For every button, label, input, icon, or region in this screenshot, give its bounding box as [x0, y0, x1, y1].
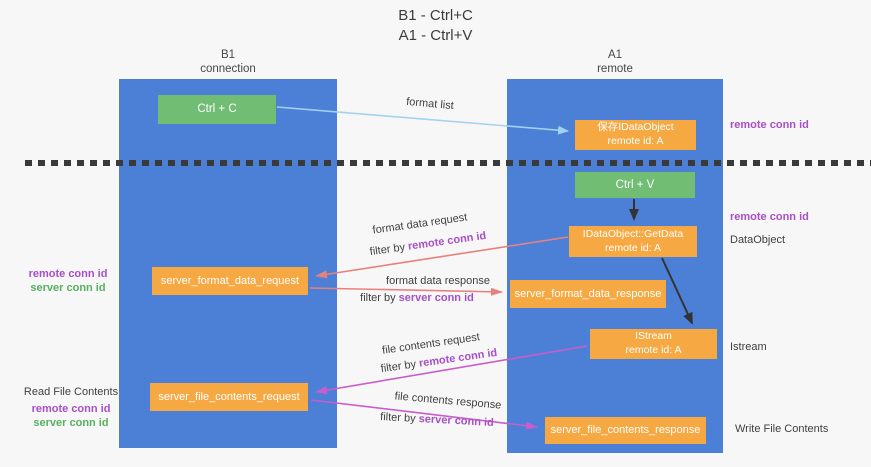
remote-conn-id-text: remote conn id: [418, 346, 498, 370]
left-remote-conn-id-top: remote conn id: [28, 268, 108, 280]
filter-by-text: filter by: [369, 240, 409, 259]
read-file-contents-label: Read File Contents: [23, 386, 119, 398]
format-list-label: format list: [405, 95, 455, 113]
lane-b1-title: B1: [220, 49, 236, 61]
server-format-data-response-box: server_format_data_response: [510, 280, 666, 308]
left-conn-id-block-top: remote conn id server conn id: [8, 267, 128, 295]
right-remote-conn-id-top: remote conn id: [730, 119, 809, 131]
idataobject-getdata-box: IDataObject::GetData remote id: A: [569, 226, 697, 257]
left-remote-conn-id-bottom: remote conn id: [31, 403, 111, 415]
left-server-conn-id-bottom: server conn id: [33, 417, 109, 429]
file-response-filter-label: filter by server conn id: [357, 410, 517, 430]
server-conn-id-text: server conn id: [418, 413, 495, 429]
title-line-1: B1 - Ctrl+C: [398, 7, 473, 24]
getdata-line2: remote id: A: [604, 241, 662, 254]
lane-a1-title: A1: [607, 49, 623, 61]
istream-line2: remote id: A: [625, 344, 682, 356]
dataobject-annotation: DataObject: [730, 234, 786, 246]
server-format-data-response-label: server_format_data_response: [514, 287, 662, 300]
ctrl-v-label: Ctrl + V: [615, 178, 655, 191]
server-file-contents-request-label: server_file_contents_request: [158, 390, 300, 403]
format-response-filter-label: filter by server conn id: [337, 292, 497, 304]
ctrl-c-box: Ctrl + C: [158, 95, 276, 124]
server-format-data-request-box: server_format_data_request: [152, 267, 308, 295]
write-file-contents-annotation: Write File Contents: [735, 423, 829, 435]
ctrl-c-label: Ctrl + C: [197, 103, 237, 116]
server-conn-id-text: server conn id: [398, 292, 474, 304]
server-file-contents-response-label: server_file_contents_response: [550, 424, 701, 437]
lane-header-a1: A1 remote: [507, 48, 723, 76]
right-remote-conn-id-mid: remote conn id: [730, 211, 809, 223]
istream-annotation: Istream: [730, 341, 767, 353]
lane-b1-subtitle: connection: [200, 63, 256, 75]
save-idataobject-line1: 保存IDataObject: [597, 121, 674, 134]
remote-conn-id-text: remote conn id: [407, 229, 487, 253]
server-file-contents-request-box: server_file_contents_request: [150, 383, 308, 411]
left-server-conn-id-top: server conn id: [30, 282, 106, 294]
format-data-response-label: format data response: [386, 275, 490, 287]
title-line-2: A1 - Ctrl+V: [398, 27, 473, 44]
filter-by-text: filter by: [379, 411, 419, 426]
file-contents-response-label: file contents response: [394, 390, 502, 412]
istream-box: IStream remote id: A: [590, 329, 717, 359]
save-idataobject-line2: remote id: A: [607, 135, 664, 147]
save-idataobject-box: 保存IDataObject remote id: A: [575, 120, 696, 150]
server-format-data-request-label: server_format_data_request: [160, 274, 300, 287]
server-file-contents-response-box: server_file_contents_response: [545, 417, 706, 444]
left-conn-id-block-bottom: remote conn id server conn id: [8, 402, 134, 430]
istream-line1: IStream: [635, 330, 672, 343]
read-file-contents-annotation: Read File Contents: [8, 385, 134, 399]
lane-header-b1: B1 connection: [119, 48, 337, 76]
getdata-line1: IDataObject::GetData: [582, 227, 684, 240]
filter-by-text: filter by: [380, 357, 420, 376]
ctrl-v-box: Ctrl + V: [575, 172, 695, 198]
lane-a1-subtitle: remote: [597, 63, 633, 75]
machine-boundary-dashed-line: [25, 160, 871, 166]
filter-by-text: filter by: [360, 292, 399, 304]
diagram-title: B1 - Ctrl+C A1 - Ctrl+V: [0, 6, 871, 46]
